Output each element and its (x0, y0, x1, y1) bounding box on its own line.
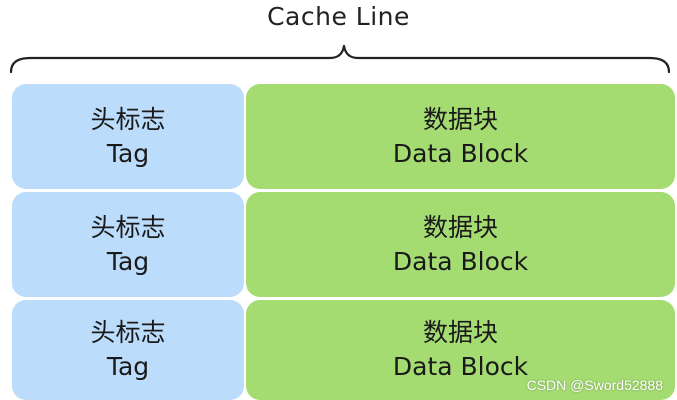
data-block-cn-label: 数据块 (422, 318, 498, 347)
tag-cell-en-label: Tag (106, 246, 150, 276)
data-block-cn-label: 数据块 (422, 212, 498, 242)
curly-brace (9, 44, 671, 74)
data-block-en-label: Data Block (392, 138, 529, 168)
tag-cell: 头标志 Tag (12, 84, 244, 189)
tag-cell: 头标志 Tag (12, 300, 244, 400)
tag-cell-cn-label: 头标志 (90, 212, 166, 242)
tag-cell-en-label: Tag (106, 352, 150, 381)
data-block-cell: 数据块 Data Block (246, 84, 675, 189)
data-block-cell: 数据块 Data Block (246, 300, 675, 400)
diagram-title: Cache Line (267, 2, 410, 31)
data-block-en-label: Data Block (392, 352, 529, 381)
data-block-cell: 数据块 Data Block (246, 192, 675, 297)
watermark: CSDN @Sword52888 (526, 377, 663, 393)
tag-cell: 头标志 Tag (12, 192, 244, 297)
tag-cell-cn-label: 头标志 (90, 318, 166, 347)
tag-cell-en-label: Tag (106, 138, 150, 168)
tag-cell-cn-label: 头标志 (90, 104, 166, 134)
data-block-cn-label: 数据块 (422, 104, 498, 134)
data-block-en-label: Data Block (392, 246, 529, 276)
